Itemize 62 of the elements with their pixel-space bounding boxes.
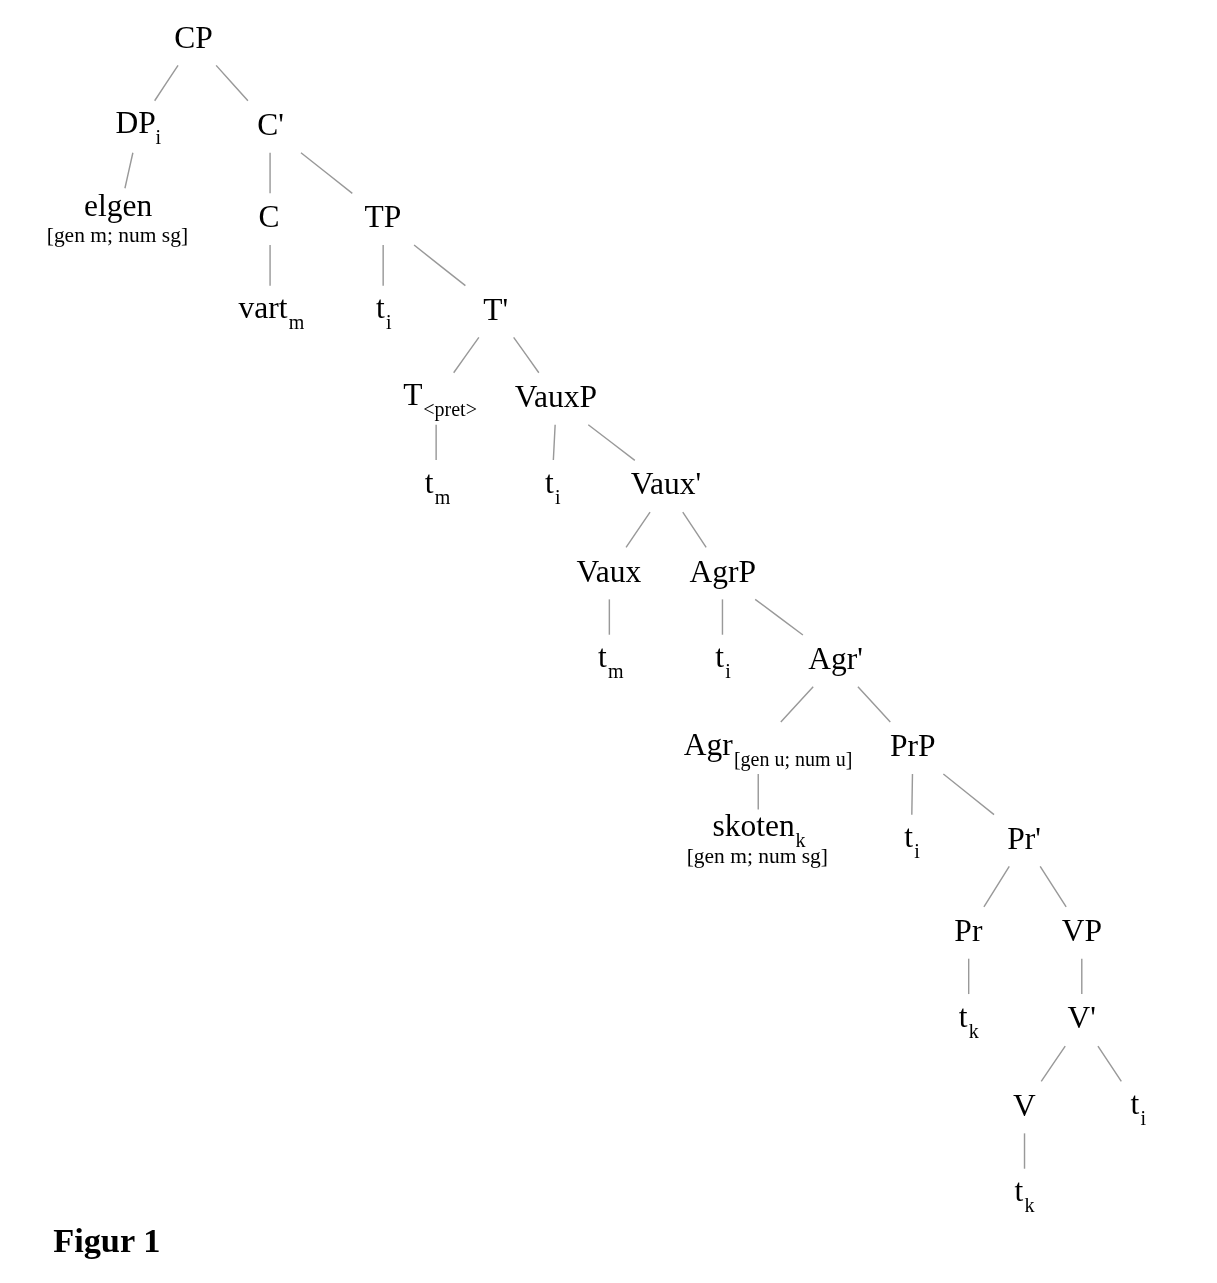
node-text: CP (173, 19, 213, 55)
node-text: vart$_{m}$ (238, 290, 304, 334)
node-text: AgrP (689, 553, 756, 589)
connector (434, 424, 437, 461)
node-text: skoten$_{k}$ [gen m; num sg] (686, 807, 828, 869)
connector (153, 64, 179, 102)
connector (587, 424, 636, 462)
connector (123, 152, 134, 189)
connector (268, 152, 271, 195)
connector (910, 773, 913, 816)
connector (757, 773, 759, 811)
node-text: t$_{m}$ (424, 464, 450, 508)
node-text: PrP (889, 728, 935, 764)
connector (967, 958, 969, 995)
node-text: Vaux' (630, 466, 701, 502)
connector (552, 424, 556, 461)
node-text: t$_{m}$ (597, 639, 624, 683)
connector (753, 598, 804, 636)
connector (299, 152, 353, 195)
connector (1023, 1132, 1025, 1170)
connector (1080, 958, 1082, 995)
node-text: Pr' (1006, 820, 1041, 856)
connector (608, 598, 610, 636)
connector (1040, 1045, 1066, 1083)
node-text: TP (364, 199, 401, 235)
node-text: T' (482, 291, 508, 327)
node-text: VP (1061, 912, 1102, 948)
node-text: Vaux (575, 553, 641, 589)
node-text: t$_{i}$ (1129, 1086, 1146, 1130)
node-text: t$_{k}$ (958, 998, 979, 1042)
connector (624, 511, 651, 549)
connector (982, 865, 1010, 908)
node-text: elgen [gen m; num sg] (46, 187, 188, 248)
node-text: t$_{i}$ (544, 464, 561, 508)
connector (452, 336, 480, 374)
node-text: T$_{<pret>}$ (402, 377, 477, 421)
node-text: V (1012, 1087, 1036, 1123)
connector (681, 511, 707, 549)
connector (721, 598, 723, 636)
connector (1096, 1045, 1122, 1083)
node-text: C' (256, 106, 284, 142)
node-text: V' (1066, 1000, 1096, 1036)
connector (412, 244, 466, 287)
caption: Figur 1 (52, 1221, 160, 1260)
connector (942, 773, 995, 816)
connector (512, 336, 540, 374)
node-text: t$_{i}$ (714, 639, 731, 683)
node-text: Pr (953, 912, 982, 948)
node-text: Agr$_{[gen u; num u]}$ (683, 726, 852, 770)
connector (856, 686, 891, 723)
node-text: VauxP (514, 378, 597, 414)
connector (1038, 865, 1067, 908)
node-text: t$_{k}$ (1014, 1173, 1035, 1217)
node-text: t$_{i}$ (375, 290, 392, 334)
connector (779, 686, 814, 723)
node-text: C (258, 199, 280, 235)
node-text: t$_{i}$ (903, 819, 920, 863)
node-text: Agr' (807, 640, 863, 676)
connector (381, 244, 384, 287)
node-text: DP$_{i}$ (114, 105, 161, 149)
connector (214, 64, 249, 102)
connector (268, 244, 271, 287)
